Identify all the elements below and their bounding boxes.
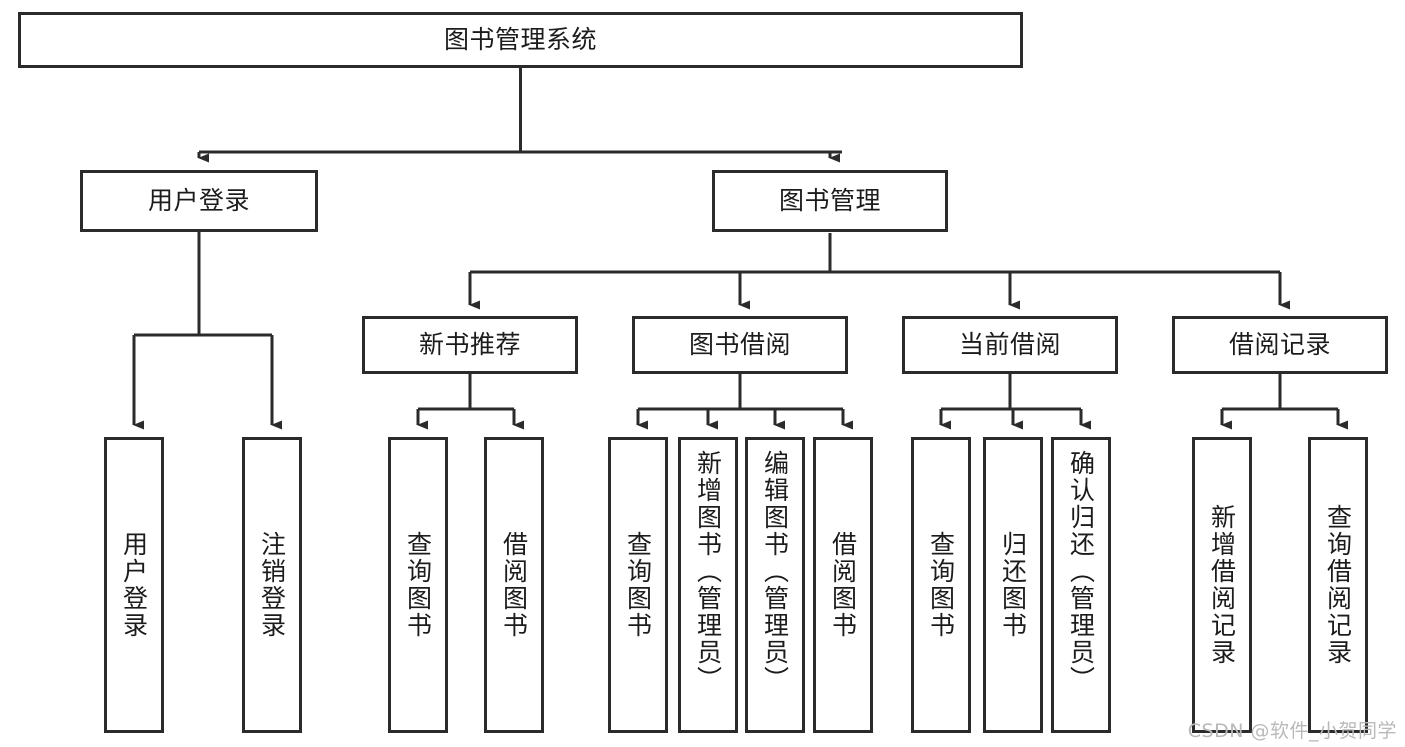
node-label-leaf-user-login: 用户登录 bbox=[119, 531, 149, 639]
node-root-book-management-system[interactable]: 图书管理系统 bbox=[18, 12, 1023, 68]
node-leaf-add-book[interactable]: 新增图书（管理员） bbox=[678, 437, 738, 733]
node-label-current-borrow: 当前借阅 bbox=[958, 330, 1061, 360]
node-label-leaf-borrow-book-2: 借阅图书 bbox=[828, 531, 858, 639]
node-label-leaf-return-book: 归还图书 bbox=[998, 531, 1028, 639]
node-leaf-query-record[interactable]: 查询借阅记录 bbox=[1308, 437, 1368, 733]
node-leaf-logout[interactable]: 注销登录 bbox=[242, 437, 302, 733]
node-label-leaf-logout: 注销登录 bbox=[257, 531, 287, 639]
node-leaf-query-book-3[interactable]: 查询图书 bbox=[911, 437, 971, 733]
node-label-book-manage: 图书管理 bbox=[778, 186, 881, 216]
node-leaf-edit-book[interactable]: 编辑图书（管理员） bbox=[745, 437, 805, 733]
node-label-leaf-query-book-1: 查询图书 bbox=[403, 531, 433, 639]
node-label-leaf-add-book: 新增图书（管理员） bbox=[693, 450, 723, 693]
node-label-leaf-confirm-return: 确认归还（管理员） bbox=[1066, 450, 1096, 693]
node-current-borrow[interactable]: 当前借阅 bbox=[902, 316, 1118, 374]
node-leaf-user-login[interactable]: 用户登录 bbox=[104, 437, 164, 733]
node-label-leaf-edit-book: 编辑图书（管理员） bbox=[760, 450, 790, 693]
node-label-leaf-borrow-book-1: 借阅图书 bbox=[499, 531, 529, 639]
node-borrow-record[interactable]: 借阅记录 bbox=[1172, 316, 1388, 374]
node-leaf-confirm-return[interactable]: 确认归还（管理员） bbox=[1051, 437, 1111, 733]
node-label-leaf-query-record: 查询借阅记录 bbox=[1323, 504, 1353, 666]
node-leaf-borrow-book-1[interactable]: 借阅图书 bbox=[484, 437, 544, 733]
node-label-borrow-record: 借阅记录 bbox=[1228, 330, 1331, 360]
node-new-book-recommend[interactable]: 新书推荐 bbox=[362, 316, 578, 374]
node-book-manage[interactable]: 图书管理 bbox=[712, 170, 948, 232]
node-leaf-borrow-book-2[interactable]: 借阅图书 bbox=[813, 437, 873, 733]
node-label-book-borrow: 图书借阅 bbox=[688, 330, 791, 360]
node-label-leaf-add-record: 新增借阅记录 bbox=[1207, 504, 1237, 666]
node-user-login[interactable]: 用户登录 bbox=[80, 170, 318, 232]
node-label-new-book-recommend: 新书推荐 bbox=[418, 330, 521, 360]
node-leaf-query-book-1[interactable]: 查询图书 bbox=[388, 437, 448, 733]
node-label-leaf-query-book-2: 查询图书 bbox=[623, 531, 653, 639]
node-label-leaf-query-book-3: 查询图书 bbox=[926, 531, 956, 639]
node-label-user-login: 用户登录 bbox=[147, 186, 250, 216]
node-label-root: 图书管理系统 bbox=[443, 25, 597, 55]
node-leaf-query-book-2[interactable]: 查询图书 bbox=[608, 437, 668, 733]
node-leaf-return-book[interactable]: 归还图书 bbox=[983, 437, 1043, 733]
node-book-borrow[interactable]: 图书借阅 bbox=[632, 316, 848, 374]
node-leaf-add-record[interactable]: 新增借阅记录 bbox=[1192, 437, 1252, 733]
